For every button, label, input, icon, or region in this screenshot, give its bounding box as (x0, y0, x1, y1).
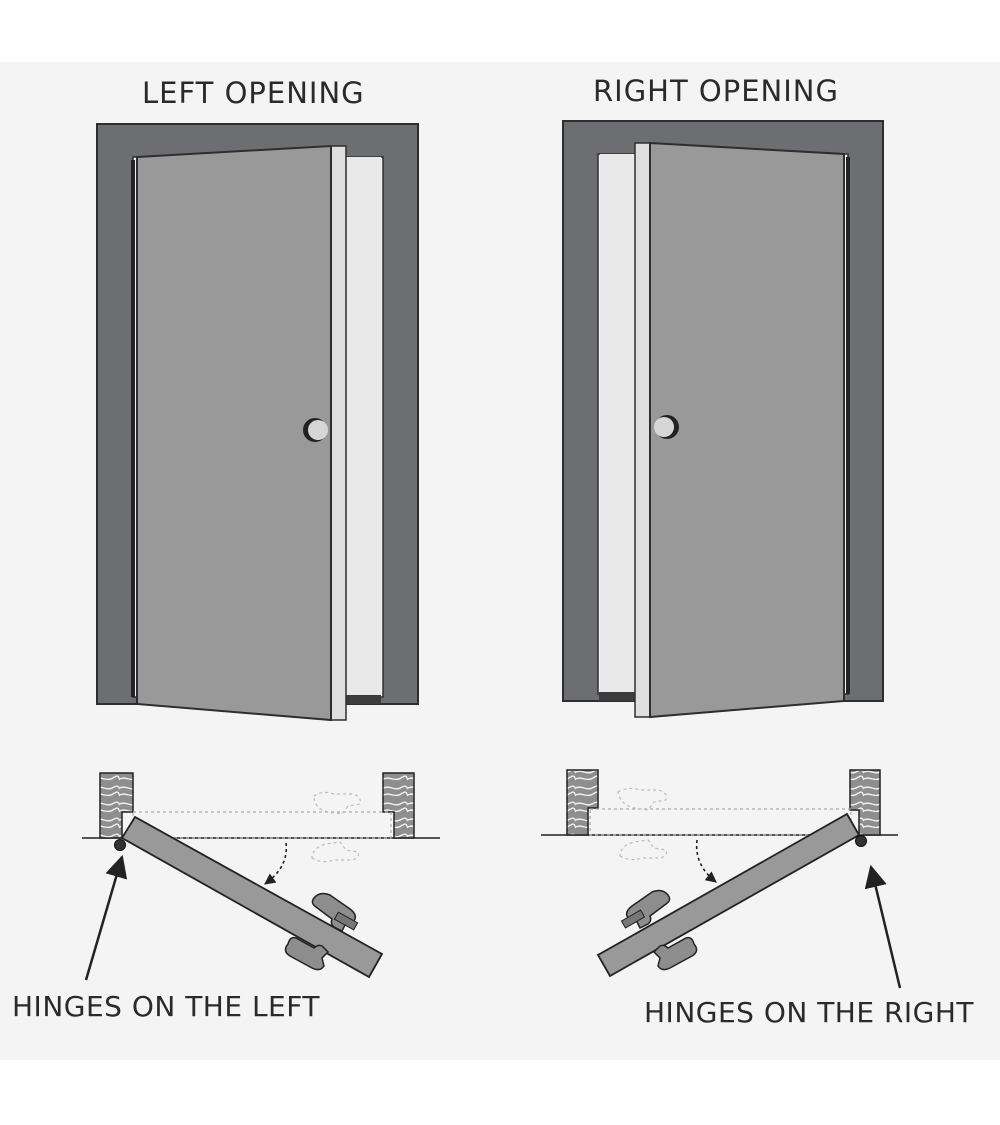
left-lever-handle (284, 892, 359, 971)
left-strike-jamb (382, 772, 415, 839)
right-ghost-handle (617, 787, 667, 861)
left-opening-title: LEFT OPENING (142, 76, 365, 110)
left-door-knob (303, 418, 328, 442)
left-swing-arrow (264, 842, 288, 885)
right-door-leaf (649, 141, 845, 719)
left-open-door-leaf (120, 815, 384, 979)
left-hinge-pin (114, 839, 126, 851)
right-door-leaf-edge (634, 142, 651, 718)
right-hinge-jamb (849, 769, 881, 836)
left-door-illustration (96, 123, 419, 722)
right-door-illustration (562, 120, 884, 719)
left-door-leaf (136, 144, 332, 722)
right-hinges-caption: HINGES ON THE RIGHT (644, 996, 975, 1029)
right-open-door-leaf (596, 812, 861, 978)
left-hinge-pointer (84, 854, 128, 981)
right-strike-jamb (566, 769, 599, 836)
right-closed-door-ghost (589, 808, 852, 836)
right-hinge-pin (855, 835, 867, 847)
right-opening-title: RIGHT OPENING (593, 74, 839, 108)
left-plan-view (82, 772, 440, 981)
right-door-knob (654, 415, 679, 439)
left-hinge-jamb (99, 772, 134, 839)
left-ghost-handle (311, 791, 361, 863)
left-hinges-caption: HINGES ON THE LEFT (12, 990, 320, 1023)
right-lever-handle (620, 889, 698, 971)
right-plan-view (541, 769, 902, 989)
right-swing-arrow (695, 839, 717, 883)
right-hinge-pointer (864, 864, 902, 989)
left-door-jamb-shadow (346, 157, 381, 697)
right-door-jamb-shadow (600, 154, 635, 694)
left-closed-door-ghost (132, 811, 392, 839)
left-door-leaf-edge (330, 145, 347, 721)
